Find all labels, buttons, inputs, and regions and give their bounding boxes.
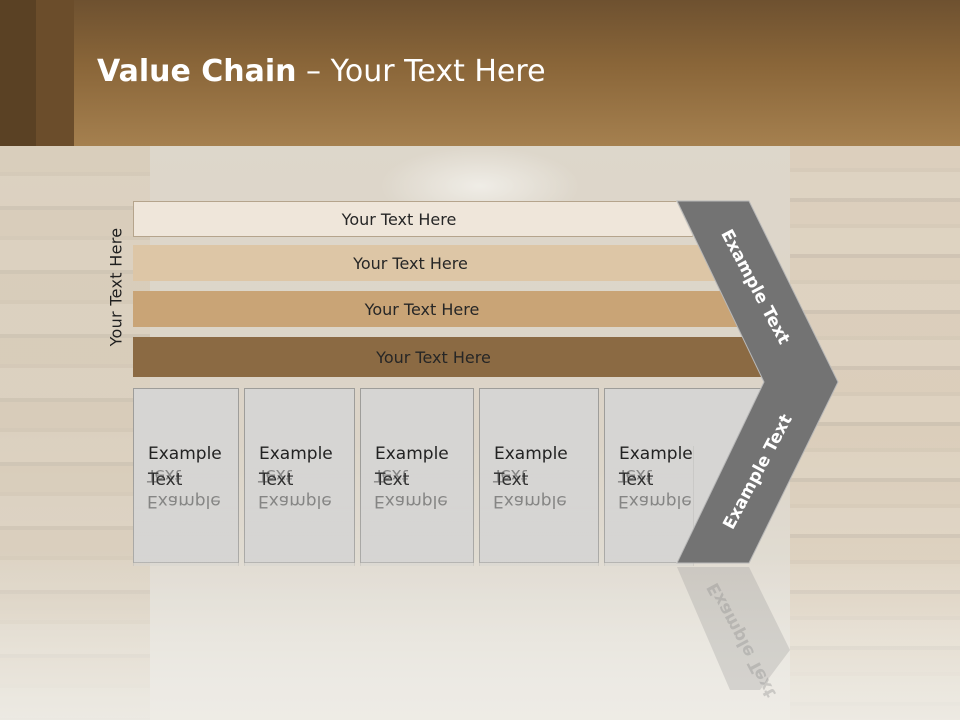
support-bar-3[interactable]: Your Text Here [133,291,739,327]
floor [0,560,960,720]
header-accent-strip [36,0,74,146]
title-rest: – Your Text Here [296,54,546,89]
support-bar-2[interactable]: Your Text Here [133,245,716,281]
support-bar-label: Your Text Here [353,253,468,273]
support-bar-4[interactable]: Your Text Here [133,337,762,377]
support-bar-1[interactable]: Your Text Here [133,201,693,237]
chevron-shape [676,200,839,564]
chevron-reflection [677,567,790,690]
title-bold: Value Chain [97,54,297,89]
support-bar-label: Your Text Here [376,347,491,367]
slide-title: Value Chain – Your Text Here [97,54,546,89]
support-bar-label: Your Text Here [364,299,480,319]
slide-header: Value Chain – Your Text Here [0,0,960,146]
header-accent-strip [0,0,36,146]
support-bar-label: Your Text Here [341,209,457,229]
